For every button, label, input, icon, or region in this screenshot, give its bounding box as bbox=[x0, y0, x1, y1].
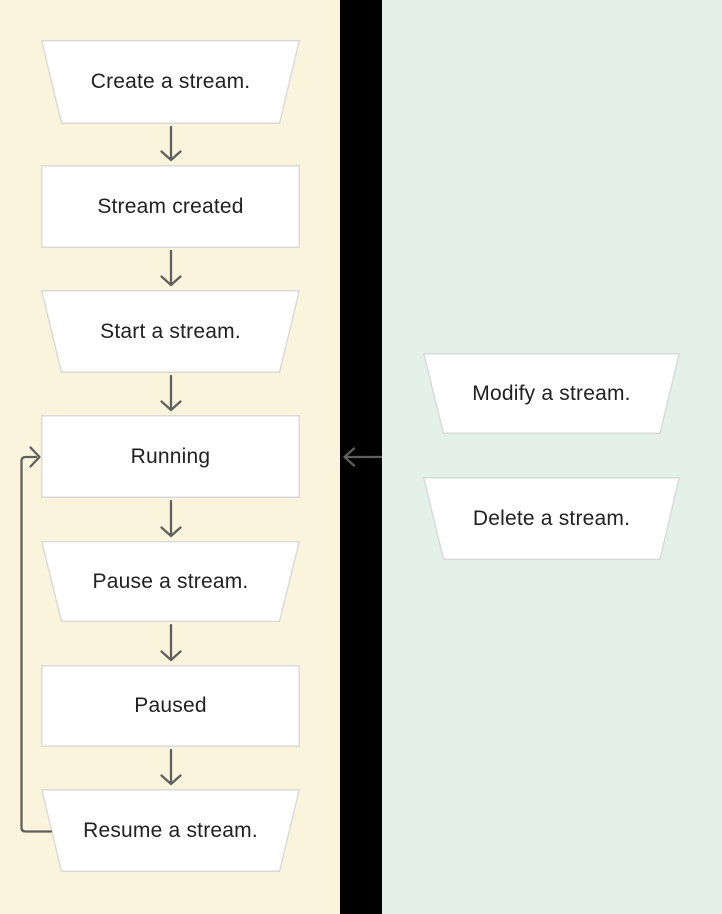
trapezoid-shape bbox=[41, 541, 300, 622]
arrow-left-head-icon bbox=[343, 447, 356, 467]
arrow-down-head-icon bbox=[160, 400, 182, 412]
node-label: Paused bbox=[134, 694, 207, 717]
node-label: Create a stream. bbox=[90, 70, 251, 93]
node-running: Running bbox=[41, 415, 300, 498]
arrow-down-head-icon bbox=[160, 774, 182, 786]
trapezoid-shape bbox=[423, 353, 680, 434]
node-paused: Paused bbox=[41, 665, 300, 747]
node-label: Delete a stream. bbox=[472, 506, 631, 530]
arrow-right-head-icon bbox=[29, 446, 41, 468]
node-resume-stream: Resume a stream. bbox=[41, 789, 300, 872]
arrow-down-head-icon bbox=[160, 150, 182, 162]
trapezoid-shape bbox=[41, 290, 300, 373]
arrow-down-head-icon bbox=[160, 526, 182, 538]
trapezoid-shape bbox=[423, 477, 680, 560]
node-label: Modify a stream. bbox=[472, 381, 631, 405]
node-delete-stream: Delete a stream. bbox=[423, 477, 680, 560]
arrow-down-head-icon bbox=[160, 650, 182, 662]
node-label: Running bbox=[130, 444, 211, 468]
cross-panel-arrow bbox=[343, 447, 382, 467]
left-panel-stream-lifecycle: Create a stream. Stream created Start a … bbox=[0, 0, 340, 914]
panel-gap bbox=[340, 0, 382, 914]
trapezoid-shape bbox=[41, 40, 300, 124]
node-start-stream: Start a stream. bbox=[41, 290, 300, 373]
trapezoid-shape bbox=[41, 789, 300, 872]
node-label: Stream created bbox=[97, 194, 244, 218]
node-pause-stream: Pause a stream. bbox=[41, 541, 300, 622]
right-panel-stream-actions: Modify a stream. Delete a stream. bbox=[382, 0, 722, 914]
loop-back-arrow bbox=[20, 455, 53, 833]
node-create-stream: Create a stream. bbox=[41, 40, 300, 124]
rect-shape bbox=[41, 165, 300, 248]
node-stream-created: Stream created bbox=[41, 165, 300, 248]
node-label: Pause a stream. bbox=[92, 569, 249, 593]
arrow-down-head-icon bbox=[160, 275, 182, 287]
node-label: Start a stream. bbox=[100, 319, 241, 343]
node-modify-stream: Modify a stream. bbox=[423, 353, 680, 434]
node-label: Resume a stream. bbox=[83, 818, 258, 842]
